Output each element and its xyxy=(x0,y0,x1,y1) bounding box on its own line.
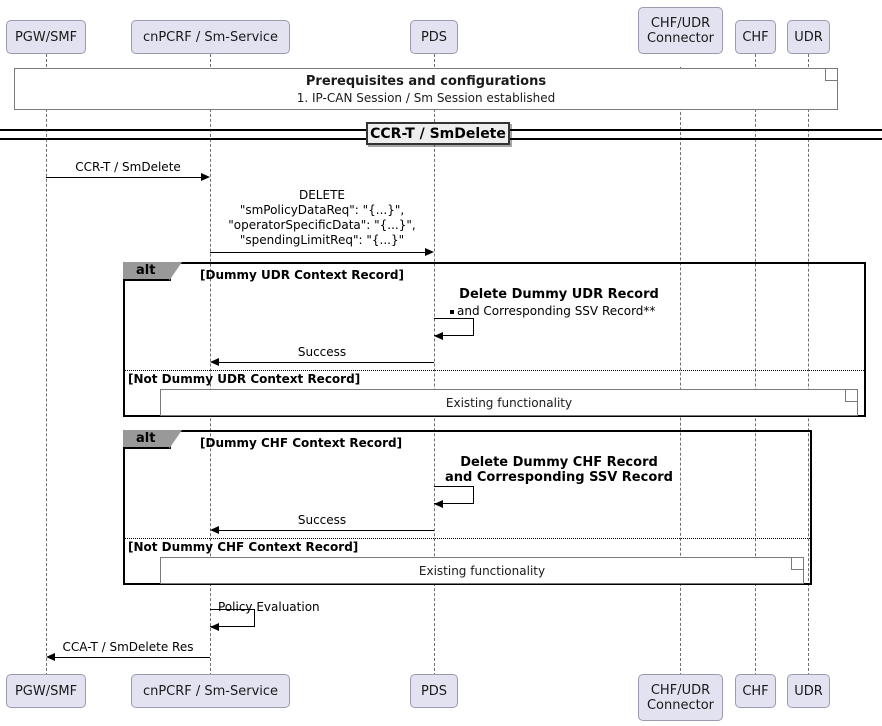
note-fold-corner xyxy=(845,390,857,402)
message-label-ccr-t-request: CCR-T / SmDelete xyxy=(75,160,181,174)
self-message-policy-evaluation-label: Policy Evaluation xyxy=(218,600,320,614)
message-label-cca-t-response: CCA-T / SmDelete Res xyxy=(62,640,194,654)
participant-label: cnPCRF / Sm-Service xyxy=(142,29,279,45)
alt-frame-chf-operator-tab: alt xyxy=(123,430,182,449)
self-message-udr-arrowhead xyxy=(434,332,443,340)
message-arrowhead-success-chf xyxy=(210,526,219,534)
message-label-success-chf: Success xyxy=(297,513,347,527)
alt-frame-udr-else-condition: [Not Dummy UDR Context Record] xyxy=(128,372,361,386)
message-arrowhead-cca-t-response xyxy=(46,653,55,661)
message-line-ccr-t-request xyxy=(46,177,202,178)
alt-operator-label: alt xyxy=(136,431,156,446)
participant-label: PGW/SMF xyxy=(14,29,78,45)
participant-pgw-top[interactable]: PGW/SMF xyxy=(6,20,86,54)
alt-frame-chf-else-divider xyxy=(125,538,810,539)
participant-udr-bottom[interactable]: UDR xyxy=(787,674,830,708)
lifeline-pgw xyxy=(46,54,47,676)
lifeline-pds xyxy=(434,54,435,676)
alt-frame-udr-operator-tab: alt xyxy=(123,262,182,281)
participant-label: PGW/SMF xyxy=(14,683,78,699)
participant-label: UDR xyxy=(794,683,823,699)
bullet-icon xyxy=(450,309,454,314)
prerequisites-note: Prerequisites and configurations 1. IP-C… xyxy=(14,68,838,110)
participant-cnpcrf-bottom[interactable]: cnPCRF / Sm-Service xyxy=(131,674,290,708)
alt-frame-chf-condition: [Dummy CHF Context Record] xyxy=(200,436,403,450)
existing-functionality-note-chf: Existing functionality xyxy=(160,557,804,584)
alt-frame-udr-condition: [Dummy UDR Context Record] xyxy=(200,268,404,282)
message-arrowhead-delete-request xyxy=(425,248,434,256)
participant-label: CHF xyxy=(742,29,769,45)
message-line-success-udr xyxy=(218,362,434,363)
message-label-delete-request: DELETE "smPolicyDataReq": "{...}", "oper… xyxy=(228,188,416,247)
self-message-udr-subtitle-text: and Corresponding SSV Record** xyxy=(457,304,656,318)
participant-connector-bottom[interactable]: CHF/UDR Connector xyxy=(638,674,723,721)
note-fold-corner xyxy=(791,558,803,570)
self-message-chf-title: Delete Dummy CHF Record xyxy=(460,455,658,470)
message-arrowhead-ccr-t-request xyxy=(201,173,210,181)
existing-functionality-note-udr: Existing functionality xyxy=(160,389,858,416)
participant-udr-top[interactable]: UDR xyxy=(787,20,830,54)
self-message-policy-evaluation-loop xyxy=(210,609,255,627)
participant-pds-bottom[interactable]: PDS xyxy=(410,674,458,708)
self-message-udr-loop xyxy=(434,318,474,336)
alt-frame-chf-else-condition: [Not Dummy CHF Context Record] xyxy=(128,540,359,554)
message-arrowhead-success-udr xyxy=(210,358,219,366)
self-message-chf-subtitle: and Corresponding SSV Record xyxy=(445,470,673,485)
self-message-udr-title: Delete Dummy UDR Record xyxy=(459,287,659,302)
self-message-udr-subtitle: and Corresponding SSV Record** xyxy=(450,304,655,318)
participant-connector-top[interactable]: CHF/UDR Connector xyxy=(638,7,723,54)
participant-chf-bottom[interactable]: CHF xyxy=(735,674,776,708)
participant-label: PDS xyxy=(420,29,448,45)
alt-frame-udr-else-divider xyxy=(125,370,864,371)
prerequisites-note-line1: 1. IP-CAN Session / Sm Session establish… xyxy=(296,90,556,105)
participant-label: cnPCRF / Sm-Service xyxy=(142,683,279,699)
note-fold-corner xyxy=(825,69,837,81)
lifeline-chf xyxy=(755,54,756,676)
participant-label: UDR xyxy=(794,29,823,45)
message-label-success-udr: Success xyxy=(297,345,347,359)
participant-chf-top[interactable]: CHF xyxy=(735,20,776,54)
section-divider-label: CCR-T / SmDelete xyxy=(366,122,510,145)
participant-label: CHF/UDR Connector xyxy=(646,682,715,713)
self-message-chf-loop xyxy=(434,486,474,504)
prerequisites-note-title: Prerequisites and configurations xyxy=(305,73,547,89)
self-message-chf-arrowhead xyxy=(434,500,443,508)
alt-tab-notch xyxy=(169,262,182,281)
participant-label: PDS xyxy=(420,683,448,699)
alt-operator-label: alt xyxy=(136,263,156,278)
message-line-success-chf xyxy=(218,530,434,531)
section-divider-text: CCR-T / SmDelete xyxy=(370,125,506,142)
message-line-delete-request xyxy=(210,252,426,253)
participant-pgw-bottom[interactable]: PGW/SMF xyxy=(6,674,86,708)
alt-tab-notch xyxy=(169,430,182,449)
self-message-policy-evaluation-arrowhead xyxy=(210,623,219,631)
participant-label: CHF xyxy=(742,683,769,699)
participant-label: CHF/UDR Connector xyxy=(646,15,715,46)
participant-pds-top[interactable]: PDS xyxy=(410,20,458,54)
message-line-cca-t-response xyxy=(54,657,210,658)
lifeline-connector xyxy=(680,67,681,676)
participant-cnpcrf-top[interactable]: cnPCRF / Sm-Service xyxy=(131,20,290,54)
lifeline-udr xyxy=(808,54,809,676)
existing-functionality-note-udr-text: Existing functionality xyxy=(445,395,573,410)
alt-frame-chf xyxy=(123,430,812,585)
alt-frame-udr xyxy=(123,262,866,417)
existing-functionality-note-chf-text: Existing functionality xyxy=(418,563,546,578)
